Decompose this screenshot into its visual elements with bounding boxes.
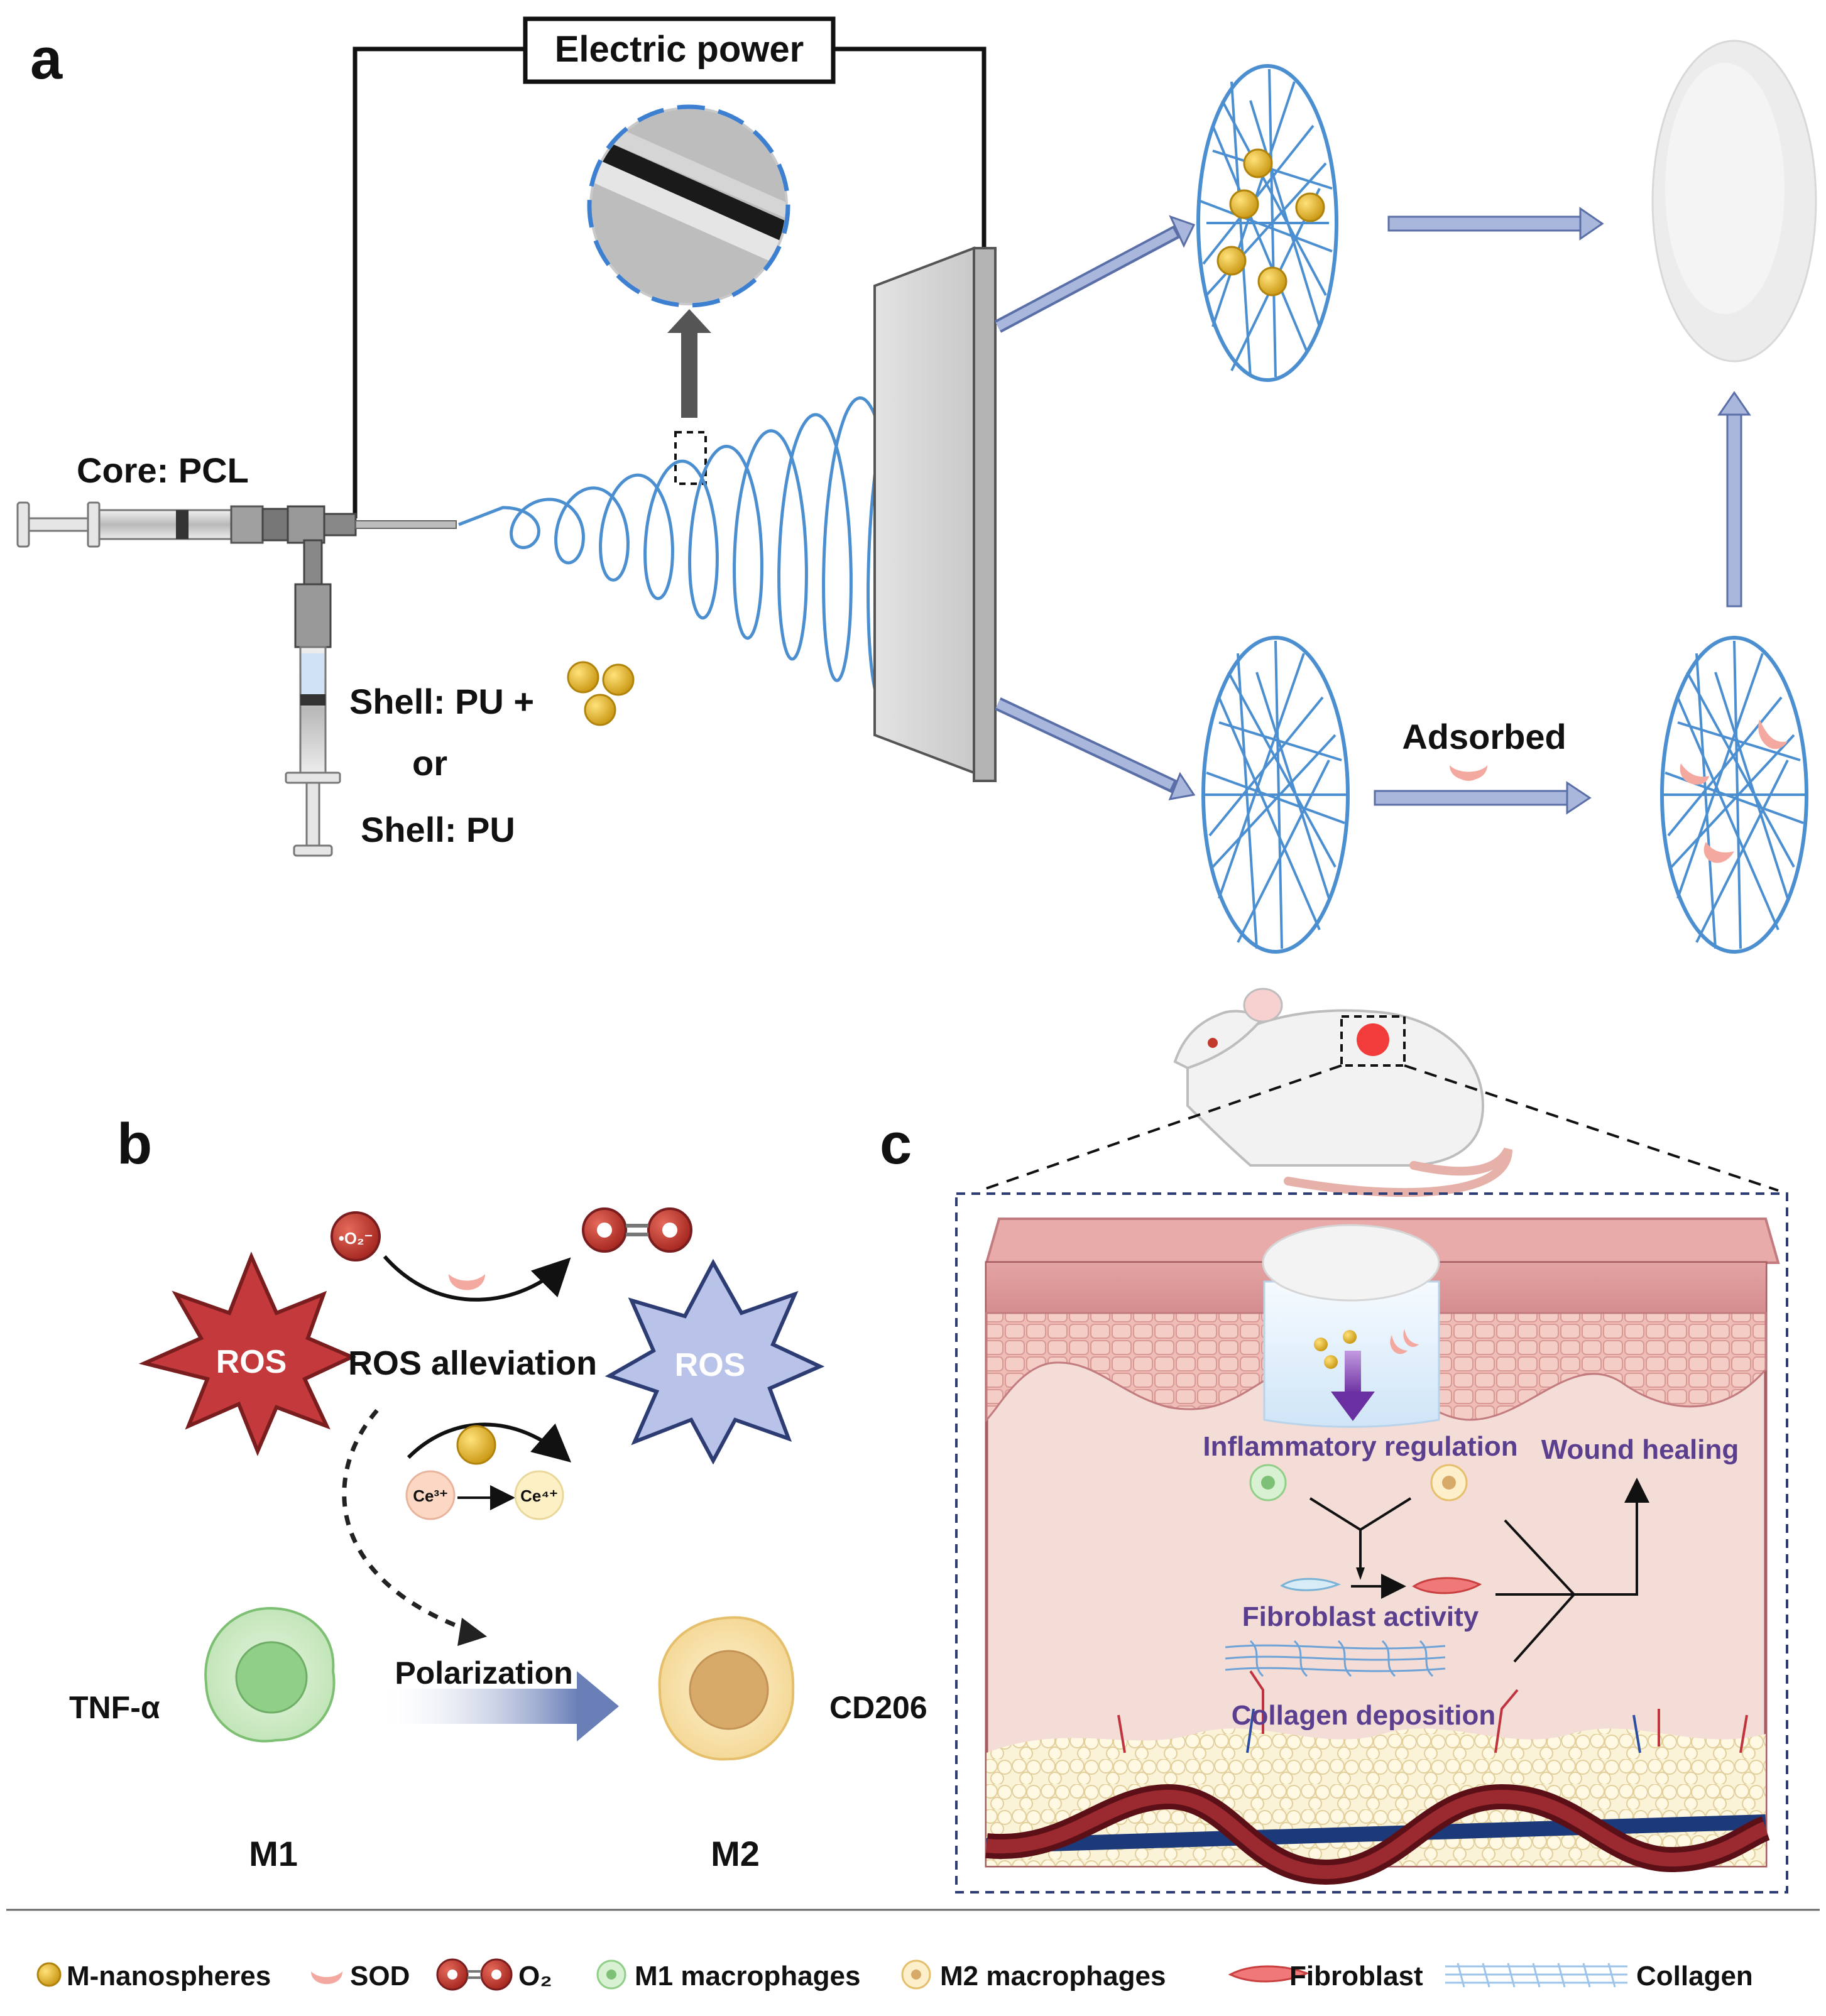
core-syringe — [16, 501, 457, 548]
fibroblast-active — [1412, 1577, 1482, 1594]
panel-label-a: a — [30, 27, 63, 91]
healing-arrow — [1574, 1478, 1649, 1596]
shell-label-2: Shell: PU — [361, 810, 515, 849]
rat-illustration — [1173, 988, 1512, 1197]
ce3-label: Ce³⁺ — [413, 1486, 448, 1505]
fibroblast-activity-label: Fibroblast activity — [1242, 1601, 1479, 1632]
sod-reaction-arrow — [383, 1255, 571, 1302]
m2-label: M2 — [711, 1834, 760, 1873]
power-label: Electric power — [555, 29, 804, 70]
panel-label-b: b — [117, 1112, 152, 1176]
polarization-label: Polarization — [395, 1655, 572, 1691]
inflammatory-label: Inflammatory regulation — [1203, 1431, 1517, 1462]
shell-label-1: Shell: PU + — [349, 682, 534, 721]
sod-icon-a — [1450, 765, 1487, 780]
legend: M-nanospheres SOD O₂ M1 macrophages M2 m… — [6, 1909, 1820, 1991]
adsorbed-label: Adsorbed — [1402, 717, 1566, 756]
final-dressing — [1651, 40, 1817, 362]
m1-label: M1 — [249, 1834, 298, 1873]
fibroblast-icon — [1228, 1965, 1310, 1983]
ce4-icon — [514, 1470, 564, 1520]
fiber-mat-plain — [1201, 636, 1350, 954]
wound-dressing — [1262, 1224, 1440, 1428]
nanosphere-icon — [36, 1962, 62, 1987]
tem-inset — [587, 104, 790, 485]
power-wire — [353, 46, 987, 518]
ros-alleviation-label: ROS alleviation — [348, 1344, 597, 1382]
legend-label-collagen: Collagen — [1636, 1961, 1753, 1991]
superoxide-icon — [331, 1211, 381, 1261]
panel-c: c — [880, 988, 1788, 1893]
panel-a: a Electric power — [16, 16, 1817, 954]
sod-icon — [311, 1971, 342, 1985]
m1-macrophage — [204, 1606, 336, 1743]
ce3-icon — [405, 1470, 456, 1520]
superoxide-label: •O₂⁻ — [339, 1229, 373, 1248]
nanosphere-cluster — [567, 661, 635, 726]
regulation-connector — [1309, 1497, 1412, 1571]
ros-star-red — [138, 1251, 357, 1456]
fiber-arrows — [994, 207, 1751, 815]
m2-macrophage — [658, 1616, 795, 1761]
power-box — [523, 16, 836, 84]
skin-section — [985, 1218, 1780, 1885]
zoom-lines — [980, 1064, 1779, 1192]
collagen-deposition-label: Collagen deposition — [1232, 1700, 1495, 1731]
panel-b: b ROS ROS ROS alleviation •O₂⁻ Ce³⁺ Ce⁴⁺ — [69, 1112, 927, 1873]
ros-star-lavender — [604, 1258, 825, 1465]
legend-label-fibroblast: Fibroblast — [1289, 1961, 1423, 1991]
legend-label-o2: O₂ — [518, 1961, 552, 1991]
or-label: or — [412, 743, 447, 783]
ros-label-lavender: ROS — [675, 1347, 746, 1383]
polarization-arrowhead — [577, 1671, 619, 1741]
ce4-label: Ce⁴⁺ — [520, 1486, 558, 1505]
polarization-dashed-arrowhead — [457, 1618, 487, 1646]
collagen-fibers — [1225, 1640, 1446, 1677]
oxygen-molecule-icon-legend — [436, 1958, 513, 1991]
fiber-mat-sod — [1660, 636, 1808, 954]
collector-plate — [873, 246, 997, 782]
ros-label-red: ROS — [216, 1344, 287, 1380]
legend-label-sod: SOD — [350, 1961, 410, 1991]
panel-label-c: c — [880, 1112, 912, 1176]
ce-reaction-arrow — [407, 1422, 572, 1463]
wound-healing-label: Wound healing — [1541, 1434, 1739, 1465]
cd206-label: CD206 — [829, 1690, 927, 1725]
legend-label-nanospheres: M-nanospheres — [67, 1961, 271, 1991]
legend-label-m2: M2 macrophages — [940, 1961, 1166, 1991]
tnf-label: TNF-α — [69, 1690, 160, 1725]
legend-label-m1: M1 macrophages — [635, 1961, 860, 1991]
fiber-mat-nanospheres — [1196, 64, 1338, 382]
fibroblast-inactive — [1280, 1577, 1342, 1591]
zoom-frame — [955, 1192, 1788, 1893]
polarization-arrow — [377, 1689, 578, 1724]
oxygen-molecule-icon — [582, 1207, 692, 1253]
collagen-icon — [1445, 1963, 1627, 1988]
core-label: Core: PCL — [77, 450, 249, 490]
shell-syringe — [285, 539, 341, 857]
sod-icon-b — [449, 1274, 485, 1290]
nanosphere-icon-b — [456, 1425, 496, 1465]
